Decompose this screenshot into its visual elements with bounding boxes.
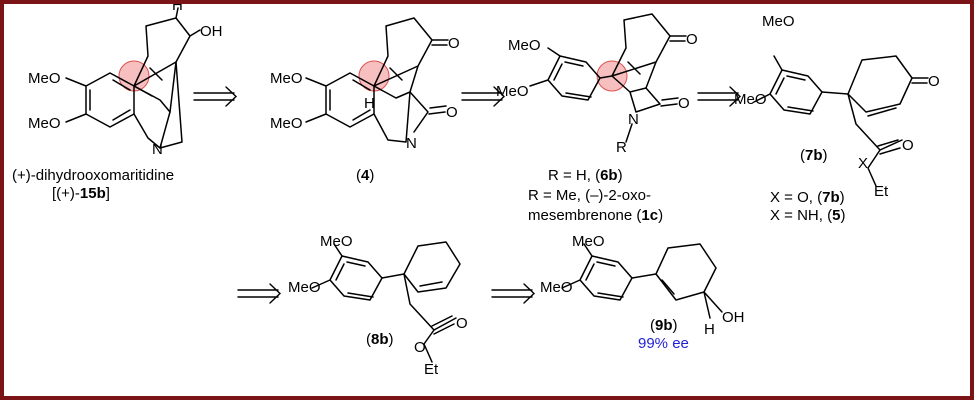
atom-o-carbonyl: O: [456, 315, 468, 332]
atom-n: N: [152, 141, 163, 158]
atom-o-carbonyl: O: [902, 137, 914, 154]
atom-meo-1: MeO: [762, 13, 795, 30]
compound-4: MeO MeO O O H N (4): [270, 17, 460, 184]
atom-meo-2: MeO: [734, 91, 767, 108]
atom-o-lactam: O: [446, 104, 458, 121]
atom-meo-2: MeO: [28, 115, 61, 132]
atom-o-lactam: O: [678, 95, 690, 112]
atom-meo-2: MeO: [540, 279, 573, 296]
caption-5-x-nh: X = NH, (5): [770, 207, 845, 224]
atom-et: Et: [874, 183, 889, 200]
compound-8b: MeO MeO O O Et (8b): [288, 233, 468, 378]
atom-h: H: [172, 4, 183, 14]
atom-r: R: [616, 139, 627, 156]
caption-4: (4): [356, 167, 374, 184]
retrosynthesis-scheme: MeO MeO H OH N (+)-dihydrooxomaritidine …: [12, 4, 940, 378]
atom-x: X: [858, 155, 868, 172]
caption-15b-name: (+)-dihydrooxomaritidine: [12, 167, 174, 184]
atom-meo-1: MeO: [508, 37, 541, 54]
retro-arrow-2: [461, 86, 506, 107]
caption-7b: (7b): [800, 147, 828, 164]
caption-8b: (8b): [366, 331, 394, 348]
atom-o-ester: O: [414, 339, 426, 356]
retro-arrow-4: [237, 283, 282, 304]
atom-meo-1: MeO: [320, 233, 353, 250]
atom-meo-1: MeO: [572, 233, 605, 250]
atom-n: N: [628, 111, 639, 128]
compound-6b: MeO MeO O O N R R = H, (6b) R = Me, (–)-…: [496, 13, 698, 224]
caption-9b: (9b): [650, 317, 678, 334]
atom-h: H: [364, 95, 375, 112]
caption-1c-line1: R = Me, (–)-2-oxo-: [528, 187, 651, 204]
atom-et: Et: [424, 361, 439, 378]
atom-meo-1: MeO: [28, 70, 61, 87]
atom-meo-2: MeO: [496, 83, 529, 100]
compound-7b: MeO MeO O O X Et (7b) X = O, (7b) X = NH…: [734, 13, 940, 224]
retro-arrow-5: [491, 283, 536, 304]
atom-n: N: [406, 135, 417, 152]
caption-1c-line2: mesembrenone (1c): [528, 207, 663, 224]
compound-9b: MeO MeO OH H (9b) 99% ee: [540, 233, 745, 352]
ee-value: 99% ee: [638, 335, 689, 352]
atom-o-ketone: O: [686, 31, 698, 48]
caption-15b-label: [(+)-15b]: [52, 185, 110, 202]
atom-h: H: [704, 321, 715, 338]
atom-oh: OH: [722, 309, 745, 326]
compound-15b: MeO MeO H OH N (+)-dihydrooxomaritidine …: [12, 4, 223, 202]
caption-7b-x-o: X = O, (7b): [770, 189, 845, 206]
retro-arrow-3: [697, 86, 742, 107]
atom-o-ketone: O: [448, 35, 460, 52]
atom-o-ketone: O: [928, 73, 940, 90]
retro-arrow-1: [193, 86, 238, 107]
atom-meo-2: MeO: [270, 115, 303, 132]
atom-meo-1: MeO: [270, 70, 303, 87]
atom-meo-2: MeO: [288, 279, 321, 296]
atom-oh: OH: [200, 23, 223, 40]
caption-6b: R = H, (6b): [548, 167, 623, 184]
